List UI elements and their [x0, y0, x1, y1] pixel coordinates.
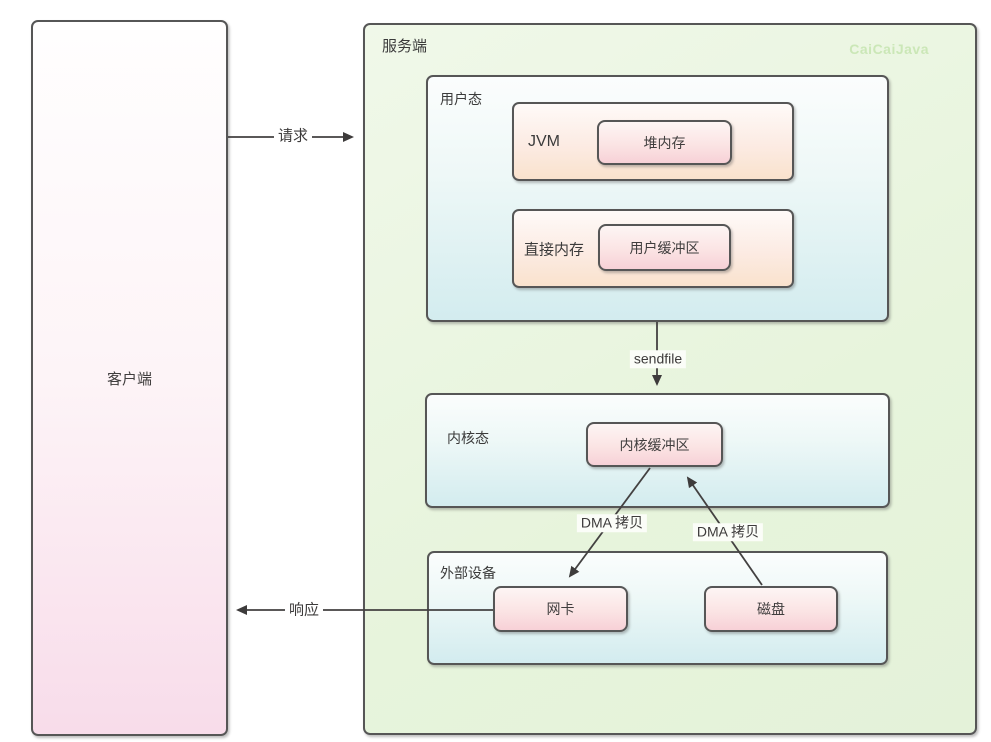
client-box: 客户端 [31, 20, 228, 736]
heap-memory-box: 堆内存 [597, 120, 732, 165]
request-label: 请求 [273, 127, 313, 147]
kernel-mode-label: 内核态 [447, 430, 489, 446]
user-buffer-label: 用户缓冲区 [629, 239, 700, 256]
user-mode-label: 用户态 [440, 91, 482, 107]
disk-label: 磁盘 [757, 601, 785, 617]
dma-copy-right-label: DMA 拷贝 [692, 523, 764, 541]
sendfile-label: sendfile [629, 350, 687, 368]
nic-label: 网卡 [546, 601, 575, 617]
dma-copy-left-label: DMA 拷贝 [576, 514, 648, 532]
external-devices-label: 外部设备 [440, 565, 496, 581]
disk-box: 磁盘 [704, 586, 838, 632]
kernel-buffer-box: 内核缓冲区 [586, 422, 723, 467]
user-buffer-box: 用户缓冲区 [598, 224, 731, 271]
watermark-text: CaiCaiJava [849, 41, 929, 57]
client-label: 客户端 [106, 370, 152, 388]
kernel-buffer-label: 内核缓冲区 [619, 436, 690, 453]
direct-memory-label: 直接内存 [524, 241, 585, 258]
heap-memory-label: 堆内存 [643, 134, 686, 151]
jvm-label: JVM [528, 132, 560, 150]
nic-box: 网卡 [493, 586, 628, 632]
response-label: 响应 [284, 601, 324, 621]
server-label: 服务端 [382, 38, 428, 55]
